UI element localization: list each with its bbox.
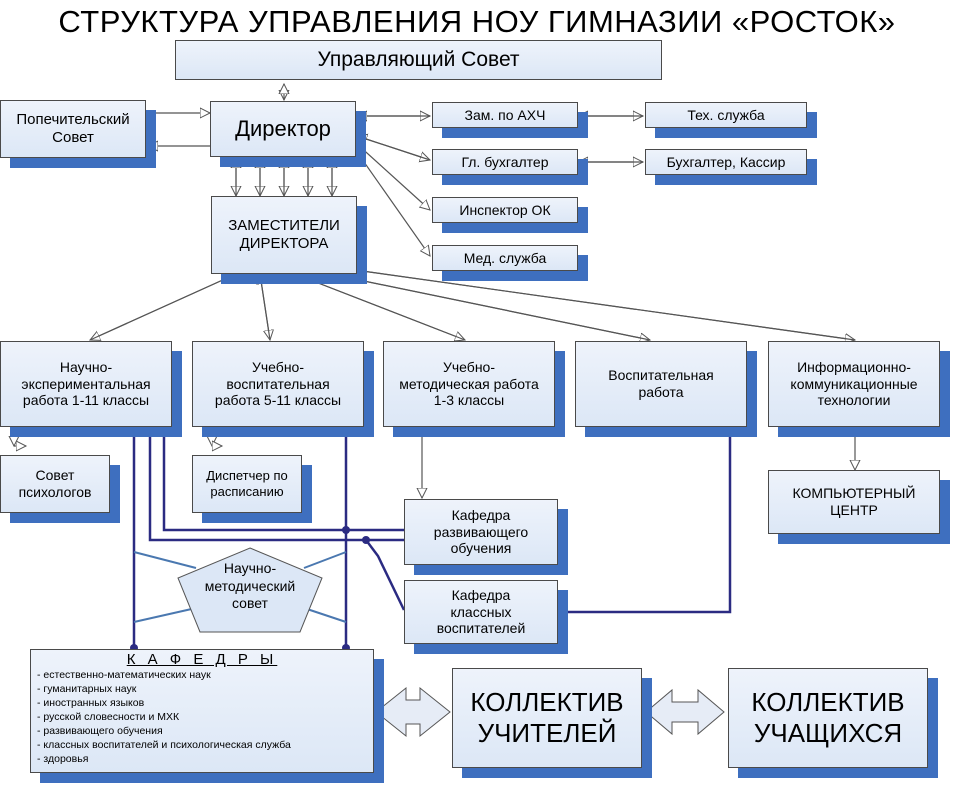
hr-inspector-box: Инспектор ОК — [432, 197, 578, 223]
deputy-ahch-box: Зам. по АХЧ — [432, 102, 578, 128]
sci-method-council-shape — [177, 547, 323, 633]
label: Информационно-коммуникационные технологи… — [790, 358, 918, 409]
department-item: - здоровья — [37, 753, 89, 765]
department-item: - естественно-математических наук — [37, 669, 211, 681]
label: Бухгалтер, Кассир — [666, 153, 786, 170]
chief-accountant-box: Гл. бухгалтер — [432, 149, 578, 175]
label: Инспектор ОК — [459, 201, 551, 218]
label: КОЛЛЕКТИВ УЧИТЕЛЕЙ — [470, 686, 624, 748]
label: Диспетчер по расписанию — [206, 468, 288, 499]
department-item: - развивающего обучения — [37, 725, 163, 737]
departments-box: К А Ф Е Д Р Ы - естественно-математическ… — [30, 649, 374, 773]
upbringing-box: Воспитательная работа — [575, 341, 747, 427]
departments-heading: К А Ф Е Д Р Ы — [126, 651, 278, 668]
label: Совет психологов — [18, 467, 92, 500]
label: КОЛЛЕКТИВ УЧАЩИХСЯ — [751, 686, 905, 748]
label: Учебно-методическая работа 1-3 классы — [399, 358, 539, 409]
label: ЗАМЕСТИТЕЛИ ДИРЕКТОРА — [228, 217, 340, 252]
med-service-box: Мед. служба — [432, 245, 578, 271]
dispatcher-box: Диспетчер по расписанию — [192, 455, 302, 513]
label: КОМПЬЮТЕРНЫЙ ЦЕНТР — [792, 485, 916, 518]
governing-council-box: Управляющий Совет — [175, 40, 662, 80]
deputies-box: ЗАМЕСТИТЕЛИ ДИРЕКТОРА — [211, 196, 357, 274]
accountant-box: Бухгалтер, Кассир — [645, 149, 807, 175]
label: Воспитательная работа — [608, 367, 714, 400]
label: Учебно-воспитательная работа 5-11 классы — [214, 358, 342, 409]
dept-dev-box: Кафедра развивающего обучения — [404, 499, 558, 565]
dept-class-box: Кафедра классных воспитателей — [404, 580, 558, 644]
label: Научно-экспериментальная работа 1-11 кла… — [21, 358, 151, 409]
psych-council-box: Совет психологов — [0, 455, 110, 513]
tech-service-box: Тех. служба — [645, 102, 807, 128]
students-box: КОЛЛЕКТИВ УЧАЩИХСЯ — [728, 668, 928, 768]
director-box: Директор — [210, 101, 356, 157]
label: Управляющий Совет — [317, 48, 520, 72]
label: Гл. бухгалтер — [461, 153, 549, 170]
department-item: - гуманитарных наук — [37, 683, 137, 695]
ict-box: Информационно-коммуникационные технологи… — [768, 341, 940, 427]
teachers-box: КОЛЛЕКТИВ УЧИТЕЛЕЙ — [452, 668, 642, 768]
label: Мед. служба — [463, 249, 547, 266]
label: Кафедра классных воспитателей — [436, 586, 526, 637]
label: Зам. по АХЧ — [464, 106, 546, 123]
label: Попечительский Совет — [16, 111, 130, 146]
department-item: - русской словесности и МХК — [37, 711, 180, 723]
sci-exp-box: Научно-экспериментальная работа 1-11 кла… — [0, 341, 172, 427]
edu-method-box: Учебно-методическая работа 1-3 классы — [383, 341, 555, 427]
department-item: - иностранных языков — [37, 697, 145, 709]
sci-method-council-label: Научно-методический совет — [204, 560, 296, 611]
department-item: - классных воспитателей и психологическа… — [37, 739, 291, 751]
computer-center-box: КОМПЬЮТЕРНЫЙ ЦЕНТР — [768, 470, 940, 534]
label: Директор — [235, 115, 331, 141]
edu-upbring-box: Учебно-воспитательная работа 5-11 классы — [192, 341, 364, 427]
label: Тех. служба — [687, 106, 765, 123]
trustees-box: Попечительский Совет — [0, 100, 146, 158]
page-title: СТРУКТУРА УПРАВЛЕНИЯ НОУ ГИМНАЗИИ «РОСТО… — [58, 4, 896, 39]
label: Кафедра развивающего обучения — [433, 506, 529, 557]
